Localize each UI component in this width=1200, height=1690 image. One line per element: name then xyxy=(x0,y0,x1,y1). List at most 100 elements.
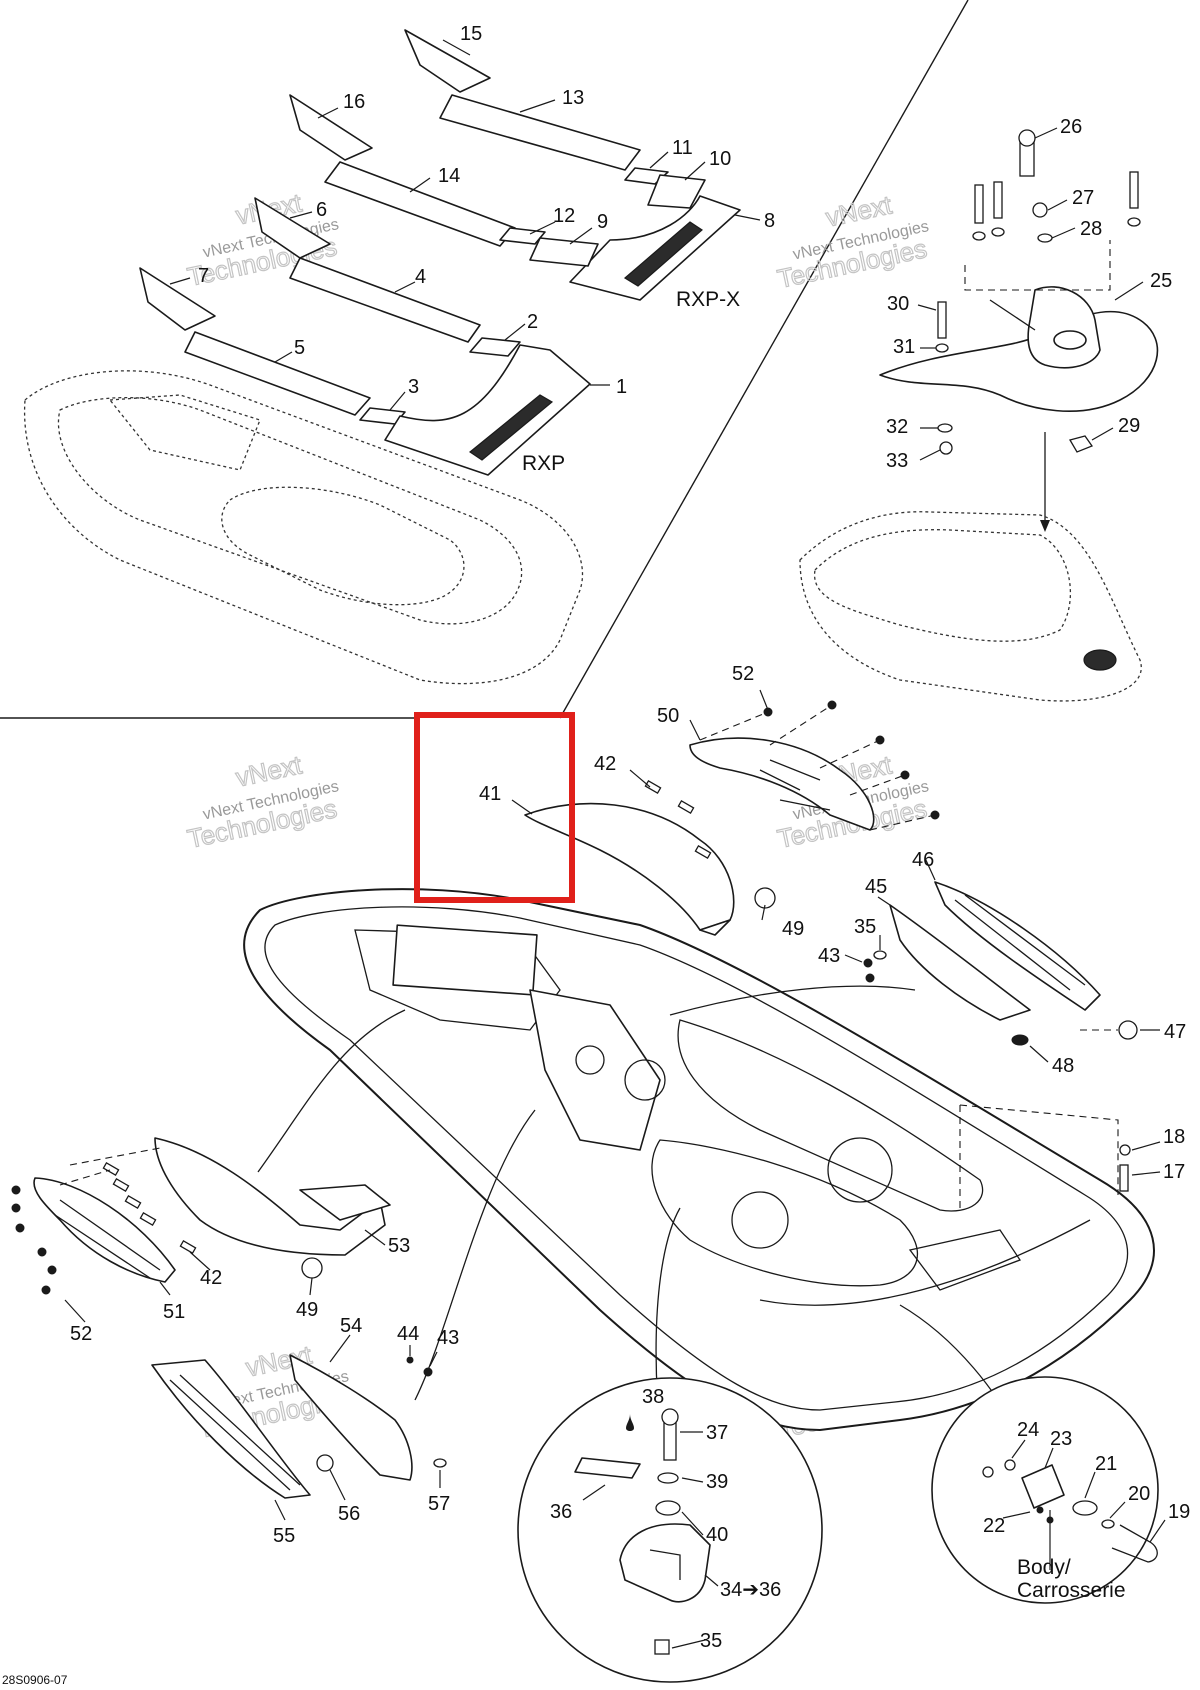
callout-52-upper: 52 xyxy=(732,663,754,685)
rivets-42-lower xyxy=(102,1162,197,1254)
panel-53 xyxy=(154,1137,386,1256)
panel-46-vents xyxy=(954,894,1086,991)
callout-38: 38 xyxy=(642,1386,664,1408)
callout-42-lower: 42 xyxy=(200,1267,222,1289)
callout-35-detail: 35 xyxy=(700,1630,722,1652)
panel-55 xyxy=(151,1359,311,1499)
panel-55-vents xyxy=(169,1374,301,1491)
fastener-49-lower xyxy=(301,1257,323,1279)
callout-31: 31 xyxy=(893,336,915,358)
pad-16 xyxy=(289,94,373,161)
callout-32: 32 xyxy=(886,416,908,438)
panel-46 xyxy=(934,881,1101,1011)
leaders-bottom xyxy=(64,689,1166,1649)
pin-bracket xyxy=(959,1104,1119,1195)
pad-15 xyxy=(404,29,491,93)
bracket-34 xyxy=(619,1523,711,1603)
washer-35 xyxy=(873,950,887,960)
callout-4: 4 xyxy=(415,266,426,288)
pin-18 xyxy=(1119,1144,1131,1156)
panel-53-top xyxy=(299,1184,391,1221)
rivet-42-3 xyxy=(694,845,712,859)
panel-54 xyxy=(289,1354,413,1481)
pad-2 xyxy=(469,337,521,357)
glove-box xyxy=(392,924,538,996)
callout-10: 10 xyxy=(709,148,731,170)
bolt-left-1 xyxy=(974,184,984,224)
panel-50 xyxy=(689,737,875,831)
rear-platform xyxy=(759,1219,1091,1306)
bolt-left-2 xyxy=(993,181,1003,219)
highlight-box xyxy=(414,712,575,903)
callout-29: 29 xyxy=(1118,415,1140,437)
callout-1: 1 xyxy=(616,376,627,398)
pad-10 xyxy=(647,174,706,209)
callout-labels: 15 13 11 10 8 16 14 12 9 6 4 2 7 5 3 1 2… xyxy=(70,23,1190,1652)
fastener-56 xyxy=(316,1454,334,1472)
callout-54: 54 xyxy=(340,1315,362,1337)
callout-26: 26 xyxy=(1060,116,1082,138)
callout-41: 41 xyxy=(479,783,501,805)
callout-16: 16 xyxy=(343,91,365,113)
callout-5: 5 xyxy=(294,337,305,359)
model-label-rxp: RXP xyxy=(522,452,565,475)
panel-45 xyxy=(889,904,1031,1021)
washer-left-1 xyxy=(972,231,986,241)
side-panels-upper xyxy=(524,700,940,936)
hull-outline xyxy=(243,888,1155,1431)
hull-inner-rim xyxy=(264,906,1129,1411)
plate-23 xyxy=(1021,1464,1065,1509)
callout-44: 44 xyxy=(397,1323,419,1345)
callout-17: 17 xyxy=(1163,1161,1185,1183)
nut-27 xyxy=(1032,202,1048,218)
pin-17 xyxy=(1119,1164,1129,1192)
gasket-21 xyxy=(1072,1500,1098,1516)
callout-43-lower: 43 xyxy=(437,1327,459,1349)
callout-50: 50 xyxy=(657,705,679,727)
rivet-22-1 xyxy=(1036,1506,1044,1514)
screw-43-2 xyxy=(865,973,875,983)
callout-53: 53 xyxy=(388,1235,410,1257)
arrow-left-panel xyxy=(257,1009,406,1173)
callout-6: 6 xyxy=(316,199,327,221)
callout-49-upper: 49 xyxy=(782,918,804,940)
main-body-hull xyxy=(243,888,1155,1431)
watermark-top-right: vNext Technologies vNext Technologies xyxy=(774,189,930,295)
lower-panels xyxy=(151,1354,447,1499)
watermark-mid-left: vNext Technologies vNext Technologies xyxy=(184,749,340,855)
mat-set-rxp-x xyxy=(23,29,741,685)
loctite-drop-icon xyxy=(626,1414,634,1431)
arrow-right-panel xyxy=(669,985,916,1016)
nut-24 xyxy=(1004,1459,1016,1471)
callout-3: 3 xyxy=(408,376,419,398)
callout-57: 57 xyxy=(428,1493,450,1515)
screw-44-1 xyxy=(406,1356,414,1364)
pad-4 xyxy=(289,257,481,343)
callout-33: 33 xyxy=(886,450,908,472)
rear-pins xyxy=(959,1104,1131,1210)
callout-55: 55 xyxy=(273,1525,295,1547)
pad-14 xyxy=(324,161,516,247)
handle-mount-hole xyxy=(1053,330,1087,350)
pad-36 xyxy=(574,1457,641,1479)
fastener-47 xyxy=(1118,1020,1138,1040)
mat-1 xyxy=(384,344,591,476)
washer-31 xyxy=(935,343,949,353)
callout-30: 30 xyxy=(887,293,909,315)
leaders-top-right xyxy=(917,127,1144,461)
arrow-lower-panel xyxy=(414,1109,536,1401)
nut-35 xyxy=(654,1639,670,1655)
block-29 xyxy=(1069,435,1094,453)
callout-18: 18 xyxy=(1163,1126,1185,1148)
callout-9: 9 xyxy=(597,211,608,233)
callout-19: 19 xyxy=(1168,1501,1190,1523)
seat-pedestal xyxy=(529,989,661,1151)
callout-8: 8 xyxy=(764,210,775,232)
side-panels-left xyxy=(11,1137,391,1295)
bolt-30 xyxy=(937,301,947,339)
callout-28: 28 xyxy=(1080,218,1102,240)
callout-36: 36 xyxy=(550,1501,572,1523)
screw-43-1 xyxy=(863,958,873,968)
callout-52-lower: 52 xyxy=(70,1323,92,1345)
